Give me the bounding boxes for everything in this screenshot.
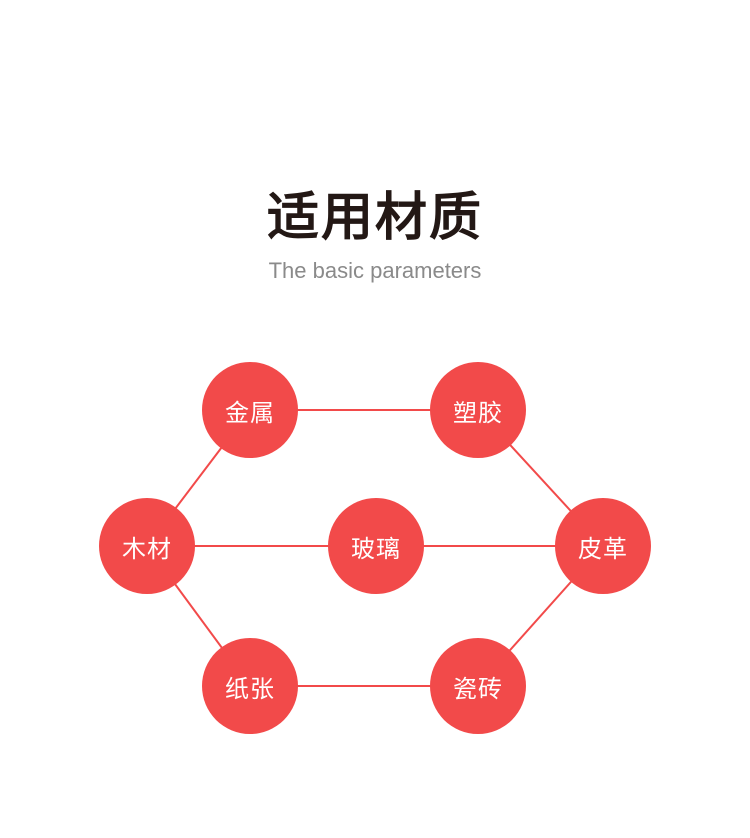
material-node-paper: 纸张 [202,638,298,734]
material-label: 塑胶 [453,398,503,427]
material-label: 金属 [225,398,275,427]
material-label: 木材 [122,534,172,563]
material-node-metal: 金属 [202,362,298,458]
material-label: 玻璃 [351,534,401,563]
page-title: 适用材质 [266,188,483,248]
material-label: 皮革 [578,534,628,563]
page-subtitle: The basic parameters [268,258,482,283]
material-node-plastic: 塑胶 [430,362,526,458]
material-label: 瓷砖 [453,674,503,703]
material-node-wood: 木材 [99,498,195,594]
material-label: 纸张 [225,674,275,703]
material-node-leather: 皮革 [555,498,651,594]
material-node-tile: 瓷砖 [430,638,526,734]
material-node-glass: 玻璃 [328,498,424,594]
